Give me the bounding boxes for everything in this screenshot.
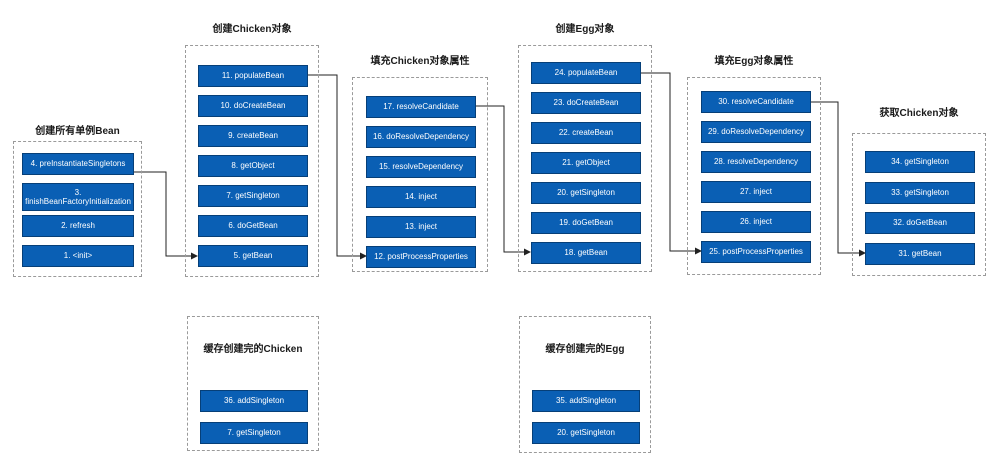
node-23-do-create-bean[interactable]: 23. doCreateBean xyxy=(531,92,641,114)
node-32-do-get-bean[interactable]: 32. doGetBean xyxy=(865,212,975,234)
node-4-preinstantiate-singletons[interactable]: 4. preInstantiateSingletons xyxy=(22,153,134,175)
node-19-do-get-bean[interactable]: 19. doGetBean xyxy=(531,212,641,234)
group-title-cache-chicken: 缓存创建完的Chicken xyxy=(203,344,303,355)
node-8-get-object[interactable]: 8. getObject xyxy=(198,155,308,177)
group-title-cache-egg: 缓存创建完的Egg xyxy=(545,344,625,355)
group-cache-chicken: 缓存创建完的Chicken 36. addSingleton 7. getSin… xyxy=(187,316,319,451)
node-11-populate-bean[interactable]: 11. populateBean xyxy=(198,65,308,87)
node-21-get-object[interactable]: 21. getObject xyxy=(531,152,641,174)
node-20-get-singleton[interactable]: 20. getSingleton xyxy=(531,182,641,204)
node-10-do-create-bean[interactable]: 10. doCreateBean xyxy=(198,95,308,117)
node-35-add-singleton[interactable]: 35. addSingleton xyxy=(532,390,640,412)
group-title-populate-chicken: 填充Chicken对象属性 xyxy=(370,56,470,67)
node-34-get-singleton[interactable]: 34. getSingleton xyxy=(865,151,975,173)
node-27-inject[interactable]: 27. inject xyxy=(701,181,811,203)
node-12-post-process-properties[interactable]: 12. postProcessProperties xyxy=(366,246,476,268)
node-2-refresh[interactable]: 2. refresh xyxy=(22,215,134,237)
node-13-inject[interactable]: 13. inject xyxy=(366,216,476,238)
node-6-do-get-bean[interactable]: 6. doGetBean xyxy=(198,215,308,237)
node-31-get-bean[interactable]: 31. getBean xyxy=(865,243,975,265)
node-25-post-process-properties[interactable]: 25. postProcessProperties xyxy=(701,241,811,263)
node-5-get-bean[interactable]: 5. getBean xyxy=(198,245,308,267)
group-title-create-all-singletons: 创建所有单例Bean xyxy=(35,126,120,137)
group-cache-egg: 缓存创建完的Egg 35. addSingleton 20. getSingle… xyxy=(519,316,651,453)
group-title-populate-egg: 填充Egg对象属性 xyxy=(714,56,794,67)
node-15-resolve-dependency[interactable]: 15. resolveDependency xyxy=(366,156,476,178)
node-22-create-bean[interactable]: 22. createBean xyxy=(531,122,641,144)
node-29-do-resolve-dependency[interactable]: 29. doResolveDependency xyxy=(701,121,811,143)
node-16-do-resolve-dependency[interactable]: 16. doResolveDependency xyxy=(366,126,476,148)
node-9-create-bean[interactable]: 9. createBean xyxy=(198,125,308,147)
node-7-get-singleton[interactable]: 7. getSingleton xyxy=(198,185,308,207)
group-create-egg: 24. populateBean 23. doCreateBean 22. cr… xyxy=(518,45,652,272)
node-36-add-singleton[interactable]: 36. addSingleton xyxy=(200,390,308,412)
node-30-resolve-candidate[interactable]: 30. resolveCandidate xyxy=(701,91,811,113)
group-create-all-singletons: 4. preInstantiateSingletons 3. finishBea… xyxy=(13,141,142,277)
node-24-populate-bean[interactable]: 24. populateBean xyxy=(531,62,641,84)
node-26-inject[interactable]: 26. inject xyxy=(701,211,811,233)
group-title-create-chicken: 创建Chicken对象 xyxy=(212,24,292,35)
node-14-inject[interactable]: 14. inject xyxy=(366,186,476,208)
group-get-chicken: 34. getSingleton 33. getSingleton 32. do… xyxy=(852,133,986,276)
group-populate-egg: 30. resolveCandidate 29. doResolveDepend… xyxy=(687,77,821,275)
group-populate-chicken: 17. resolveCandidate 16. doResolveDepend… xyxy=(352,77,488,272)
node-17-resolve-candidate[interactable]: 17. resolveCandidate xyxy=(366,96,476,118)
node-18-get-bean[interactable]: 18. getBean xyxy=(531,242,641,264)
node-20-get-singleton-cached[interactable]: 20. getSingleton xyxy=(532,422,640,444)
node-1-init[interactable]: 1. <init> xyxy=(22,245,134,267)
group-create-chicken: 11. populateBean 10. doCreateBean 9. cre… xyxy=(185,45,319,277)
node-3-finish-bean-factory-initialization[interactable]: 3. finishBeanFactoryInitialization xyxy=(22,183,134,211)
node-7-get-singleton-cached[interactable]: 7. getSingleton xyxy=(200,422,308,444)
node-33-get-singleton[interactable]: 33. getSingleton xyxy=(865,182,975,204)
node-28-resolve-dependency[interactable]: 28. resolveDependency xyxy=(701,151,811,173)
group-title-get-chicken: 获取Chicken对象 xyxy=(879,108,959,119)
group-title-create-egg: 创建Egg对象 xyxy=(555,24,615,35)
